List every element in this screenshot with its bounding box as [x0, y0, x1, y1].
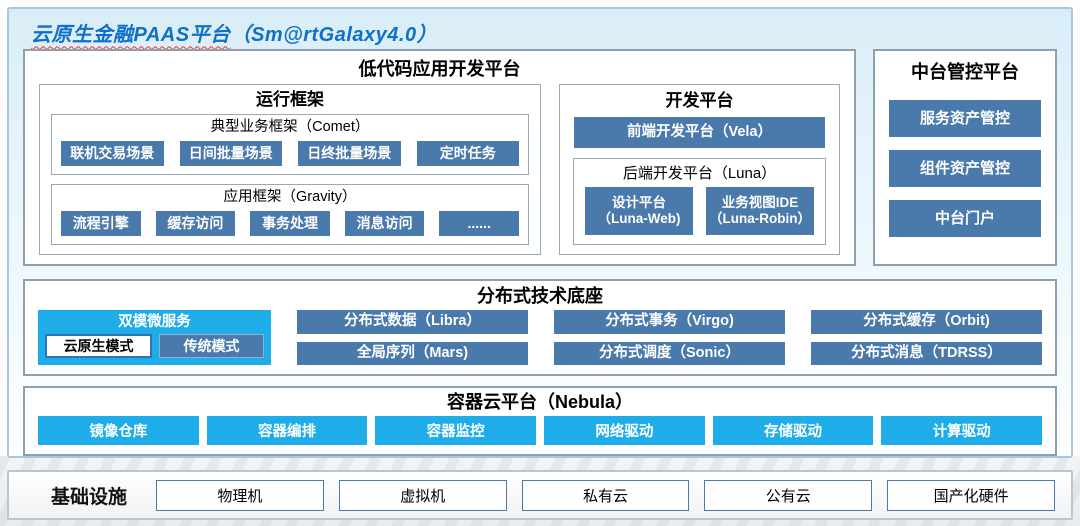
gravity-framework-box: 应用框架（Gravity） 流程引擎 缓存访问 事务处理 消息访问 ...... — [51, 184, 529, 245]
distributed-scheduling-sonic-button[interactable]: 分布式调度（Sonic） — [554, 341, 785, 365]
physical-machine-box[interactable]: 物理机 — [156, 479, 324, 511]
dual-mode-microservice-box: 双模微服务 云原生模式 传统模式 — [38, 310, 271, 365]
virtual-machine-box[interactable]: 虚拟机 — [338, 479, 507, 511]
dev-platform-box: 开发平台 前端开发平台（Vela） 后端开发平台（Luna） 设计平台 （Lun… — [559, 84, 840, 255]
traditional-mode-button[interactable]: 传统模式 — [159, 334, 264, 358]
luna-web-label-line2: （Luna-Web) — [597, 211, 681, 226]
distributed-message-tdrss-button[interactable]: 分布式消息（TDRSS） — [811, 341, 1042, 365]
private-cloud-box[interactable]: 私有云 — [521, 479, 690, 511]
component-asset-control-button[interactable]: 组件资产管控 — [889, 150, 1041, 187]
page-title-main: 云原生金融PAAS平台 — [31, 23, 231, 46]
global-sequence-mars-button[interactable]: 全局序列（Mars) — [297, 341, 528, 365]
container-cloud-buttons: 镜像仓库 容器编排 容器监控 网络驱动 存储驱动 计算驱动 — [38, 416, 1043, 445]
network-driver-button[interactable]: 网络驱动 — [544, 416, 705, 445]
compute-driver-button[interactable]: 计算驱动 — [881, 416, 1043, 445]
gravity-framework-title: 应用框架（Gravity） — [223, 189, 357, 205]
low-code-platform-title: 低代码应用开发平台 — [358, 59, 521, 79]
runtime-framework-title: 运行框架 — [256, 90, 324, 109]
comet-item-online-trading[interactable]: 联机交易场景 — [61, 140, 164, 166]
main-container: 云原生金融PAAS平台（Sm@rtGalaxy4.0） 低代码应用开发平台 运行… — [7, 7, 1073, 458]
distributed-base-title: 分布式技术底座 — [477, 286, 603, 306]
middle-platform-portal-button[interactable]: 中台门户 — [889, 200, 1041, 237]
runtime-framework-box: 运行框架 典型业务框架（Comet） 联机交易场景 日间批量场景 日终批量场景 … — [39, 84, 541, 255]
container-cloud-box: 容器云平台（Nebula） 镜像仓库 容器编排 容器监控 网络驱动 存储驱动 计… — [23, 386, 1057, 456]
distributed-content: 双模微服务 云原生模式 传统模式 分布式数据（Libra） 全局序列（Mars)… — [38, 310, 1042, 365]
backend-platform-luna-title: 后端开发平台（Luna） — [622, 165, 777, 182]
middle-platform-title: 中台管控平台 — [911, 62, 1019, 82]
comet-item-scheduled-task[interactable]: 定时任务 — [416, 140, 519, 166]
infrastructure-title: 基础设施 — [51, 486, 128, 508]
cloud-native-mode-button[interactable]: 云原生模式 — [45, 334, 152, 358]
middle-platform-box: 中台管控平台 服务资产管控 组件资产管控 中台门户 — [873, 49, 1057, 266]
container-cloud-title: 容器云平台（Nebula） — [446, 392, 633, 412]
distributed-column-1: 分布式数据（Libra） 全局序列（Mars) — [297, 310, 528, 365]
infrastructure-bar: 基础设施 物理机 虚拟机 私有云 公有云 国产化硬件 — [7, 470, 1073, 520]
luna-robin-button[interactable]: 业务视图IDE （Luna-Robin） — [706, 187, 814, 235]
gravity-item-transaction-processing[interactable]: 事务处理 — [250, 210, 330, 236]
container-orchestration-button[interactable]: 容器编排 — [206, 416, 368, 445]
gravity-item-more[interactable]: ...... — [439, 210, 519, 236]
distributed-transaction-virgo-button[interactable]: 分布式事务（Virgo) — [554, 310, 785, 334]
comet-item-daytime-batch[interactable]: 日间批量场景 — [179, 140, 282, 166]
comet-framework-box: 典型业务框架（Comet） 联机交易场景 日间批量场景 日终批量场景 定时任务 — [51, 114, 529, 175]
distributed-data-libra-button[interactable]: 分布式数据（Libra） — [297, 310, 528, 334]
container-monitoring-button[interactable]: 容器监控 — [375, 416, 537, 445]
gravity-item-cache-access[interactable]: 缓存访问 — [155, 210, 236, 236]
distributed-cache-orbit-button[interactable]: 分布式缓存（Orbit) — [811, 310, 1042, 334]
dual-mode-microservice-title: 双模微服务 — [118, 314, 191, 330]
page-title-suffix: （Sm@rtGalaxy4.0） — [230, 23, 438, 46]
storage-driver-button[interactable]: 存储驱动 — [712, 416, 874, 445]
public-cloud-box[interactable]: 公有云 — [704, 479, 873, 511]
luna-robin-label-line2: （Luna-Robin） — [709, 211, 811, 226]
gravity-buttons-row: 流程引擎 缓存访问 事务处理 消息访问 ...... — [61, 209, 519, 237]
frontend-platform-vela-button[interactable]: 前端开发平台（Vela） — [574, 117, 825, 148]
top-row: 低代码应用开发平台 运行框架 典型业务框架（Comet） 联机交易场景 日间批量… — [23, 49, 1057, 266]
backend-platform-luna-box: 后端开发平台（Luna） 设计平台 （Luna-Web) 业务视图IDE （Lu… — [573, 158, 826, 245]
image-repository-button[interactable]: 镜像仓库 — [38, 416, 199, 445]
middle-platform-buttons: 服务资产管控 组件资产管控 中台门户 — [889, 87, 1041, 250]
luna-buttons-row: 设计平台 （Luna-Web) 业务视图IDE （Luna-Robin） — [585, 187, 814, 235]
low-code-content: 运行框架 典型业务框架（Comet） 联机交易场景 日间批量场景 日终批量场景 … — [39, 84, 840, 255]
mode-buttons-row: 云原生模式 传统模式 — [45, 334, 264, 358]
dev-platform-title: 开发平台 — [665, 91, 734, 110]
comet-item-eod-batch[interactable]: 日终批量场景 — [298, 140, 401, 166]
luna-web-label-line1: 设计平台 — [612, 194, 666, 210]
distributed-base-box: 分布式技术底座 双模微服务 云原生模式 传统模式 分布式数据（Libra） 全局… — [23, 279, 1057, 376]
gravity-item-message-access[interactable]: 消息访问 — [344, 210, 425, 236]
luna-web-button[interactable]: 设计平台 （Luna-Web) — [585, 187, 693, 235]
page-title: 云原生金融PAAS平台（Sm@rtGalaxy4.0） — [31, 18, 437, 47]
luna-robin-label-line1: 业务视图IDE — [721, 194, 799, 210]
service-asset-control-button[interactable]: 服务资产管控 — [889, 100, 1041, 137]
low-code-platform-box: 低代码应用开发平台 运行框架 典型业务框架（Comet） 联机交易场景 日间批量… — [23, 49, 856, 266]
gravity-item-process-engine[interactable]: 流程引擎 — [61, 210, 141, 236]
comet-buttons-row: 联机交易场景 日间批量场景 日终批量场景 定时任务 — [61, 139, 519, 167]
domestic-hardware-box[interactable]: 国产化硬件 — [887, 479, 1055, 511]
distributed-column-2: 分布式事务（Virgo) 分布式调度（Sonic） — [554, 310, 785, 365]
comet-framework-title: 典型业务框架（Comet） — [210, 119, 370, 135]
distributed-column-3: 分布式缓存（Orbit) 分布式消息（TDRSS） — [811, 310, 1042, 365]
title-row: 云原生金融PAAS平台（Sm@rtGalaxy4.0） — [23, 15, 1057, 49]
